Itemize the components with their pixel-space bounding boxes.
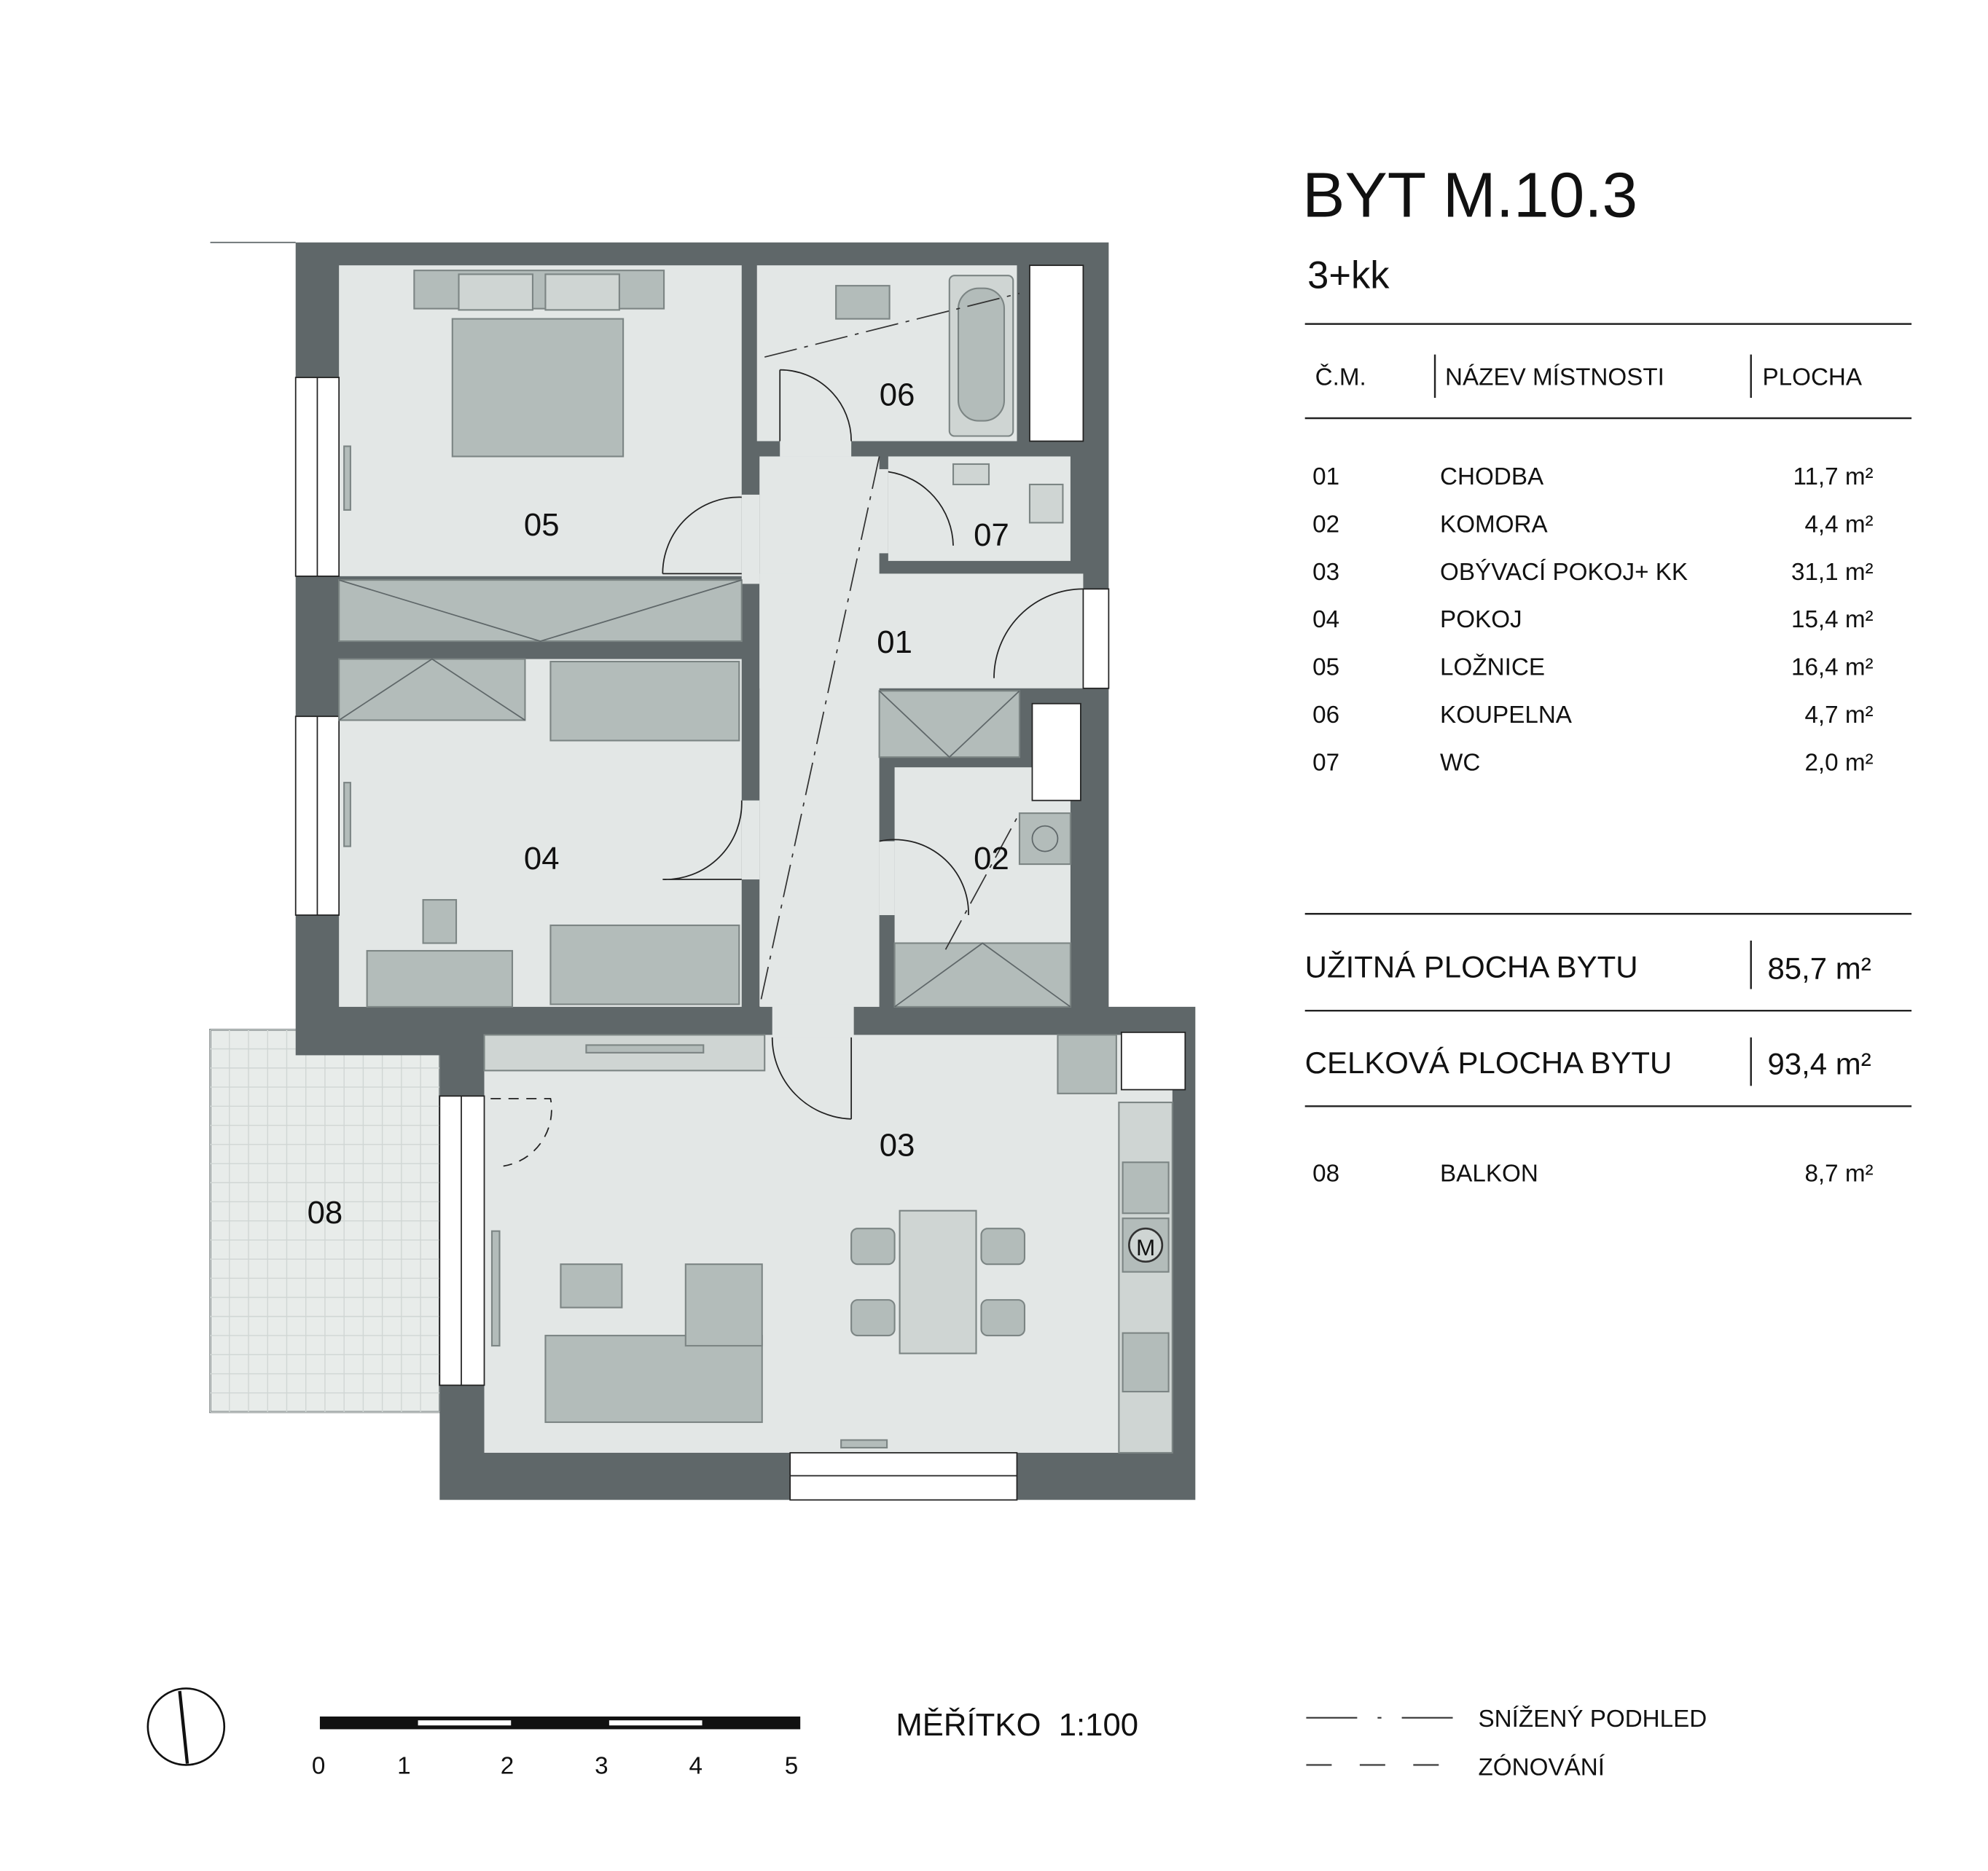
table-row: 07 WC 2,0 m² [1312, 749, 1873, 776]
row-area: 2,0 m² [1804, 749, 1873, 776]
scale-label: MĚŘÍTKO 1:100 [896, 1707, 1138, 1743]
scale-tick-label: 4 [689, 1753, 703, 1780]
balcony-08 [209, 1029, 441, 1413]
row-no: 05 [1312, 654, 1339, 681]
room-label-02: 02 [974, 841, 1009, 876]
row-no: 06 [1312, 702, 1339, 729]
usable-area-label: UŽITNÁ PLOCHA BYTU [1305, 950, 1638, 984]
door-opening-07 [872, 468, 888, 554]
row-area: 11,7 m² [1793, 463, 1873, 490]
usable-area-value: 85,7 m² [1767, 951, 1871, 985]
row-name: LOŽNICE [1440, 654, 1545, 681]
microwave-icon: M [1122, 1217, 1170, 1273]
row-area: 31,1 m² [1791, 559, 1874, 586]
scale-ticks: 0 1 2 3 4 5 [312, 1753, 798, 1780]
room-01-floor-b [759, 573, 1084, 689]
apartment-title: BYT M.10.3 [1302, 160, 1637, 231]
room-label-04: 04 [524, 841, 560, 876]
row-name: OBÝVACÍ POKOJ+ KK [1440, 559, 1688, 586]
floor-plan: M 01 02 03 04 05 06 07 08 [209, 241, 1196, 1501]
beds-room-04 [343, 660, 740, 1008]
row-no: 02 [1312, 511, 1339, 538]
scale-tick-label: 2 [501, 1753, 514, 1780]
legend-label-lowered-ceiling: SNÍŽENÝ PODHLED [1479, 1706, 1707, 1733]
balcony-name: BALKON [1440, 1161, 1538, 1188]
balcony-area: 8,7 m² [1804, 1161, 1873, 1188]
row-name: KOUPELNA [1440, 702, 1573, 729]
door-swings [490, 369, 1084, 1167]
lowered-ceiling-line-3 [944, 812, 1020, 950]
room-label-07: 07 [974, 517, 1009, 553]
table-row: 05 LOŽNICE 16,4 m² [1312, 654, 1873, 681]
scale-tick-label: 5 [785, 1753, 798, 1780]
room-label-06: 06 [880, 377, 915, 413]
col-header-no: Č.M. [1315, 364, 1366, 391]
boiler-icon [1031, 825, 1059, 852]
table-row: 01 CHODBA 11,7 m² [1312, 463, 1873, 490]
row-area: 15,4 m² [1791, 606, 1874, 633]
row-name: CHODBA [1440, 463, 1544, 490]
table-row: 02 KOMORA 4,4 m² [1312, 511, 1873, 538]
lowered-ceiling-line [759, 456, 880, 1008]
windows [294, 377, 1110, 1501]
row-name: POKOJ [1440, 606, 1522, 633]
row-name: KOMORA [1440, 511, 1548, 538]
north-arrow-icon [146, 1687, 226, 1766]
table-row: 06 KOUPELNA 4,7 m² [1312, 702, 1873, 729]
scale-bar [319, 1716, 801, 1730]
wardrobes [338, 579, 1117, 1094]
door-opening-03 [772, 1004, 854, 1038]
table-row: 03 OBÝVACÍ POKOJ+ KK 31,1 m² [1312, 559, 1873, 586]
footer: 0 1 2 3 4 5 MĚŘÍTKO 1:100 SNÍŽENÝ PODHLED ZÓN… [146, 1687, 1707, 1781]
row-area: 16,4 m² [1791, 654, 1874, 681]
lowered-ceiling-line-2 [764, 292, 1020, 358]
total-area-label: CELKOVÁ PLOCHA BYTU [1305, 1046, 1672, 1080]
table-rows: 01 CHODBA 11,7 m² 02 KOMORA 4,4 m² 03 OBÝVACÍ P… [1312, 463, 1873, 776]
legend: SNÍŽENÝ PODHLED ZÓNOVÁNÍ [1306, 1706, 1707, 1781]
room-label-01: 01 [877, 624, 912, 660]
door-opening-06 [780, 441, 852, 457]
door-opening-02 [879, 841, 895, 916]
room-label-03: 03 [880, 1128, 915, 1164]
row-no: 01 [1312, 463, 1339, 490]
shaft [1029, 264, 1084, 442]
door-opening-04 [741, 800, 760, 880]
row-area: 4,4 m² [1804, 511, 1873, 538]
shaft-3 [1120, 1032, 1186, 1091]
boiler [1018, 812, 1071, 866]
balcony-no: 08 [1312, 1161, 1339, 1188]
col-header-name: NÁZEV MÍSTNOSTI [1445, 364, 1664, 391]
living-furniture [490, 1102, 1173, 1454]
scale-tick-label: 1 [397, 1753, 410, 1780]
room-schedule: BYT M.10.3 3+kk Č.M. NÁZEV MÍSTNOSTI PLO… [1302, 160, 1912, 1188]
row-area: 4,7 m² [1804, 702, 1873, 729]
row-no: 07 [1312, 749, 1339, 776]
bathroom-fixtures [835, 275, 1064, 524]
radiator [343, 445, 351, 511]
door-opening-05 [741, 494, 760, 584]
row-no: 03 [1312, 559, 1339, 586]
col-header-area: PLOCHA [1762, 364, 1862, 391]
row-name: WC [1440, 749, 1480, 776]
scale-tick-label: 0 [312, 1753, 325, 1780]
scale-tick-label: 3 [595, 1753, 608, 1780]
legend-label-zoning: ZÓNOVÁNÍ [1479, 1753, 1605, 1781]
room-label-08: 08 [308, 1195, 343, 1231]
shaft-2 [1031, 702, 1081, 801]
row-no: 04 [1312, 606, 1339, 633]
apartment-layout: 3+kk [1307, 255, 1390, 297]
room-label-05: 05 [524, 507, 560, 543]
table-row: 04 POKOJ 15,4 m² [1312, 606, 1873, 633]
microwave-label: M [1136, 1235, 1155, 1260]
total-area-value: 93,4 m² [1767, 1047, 1871, 1081]
double-bed [413, 270, 665, 458]
